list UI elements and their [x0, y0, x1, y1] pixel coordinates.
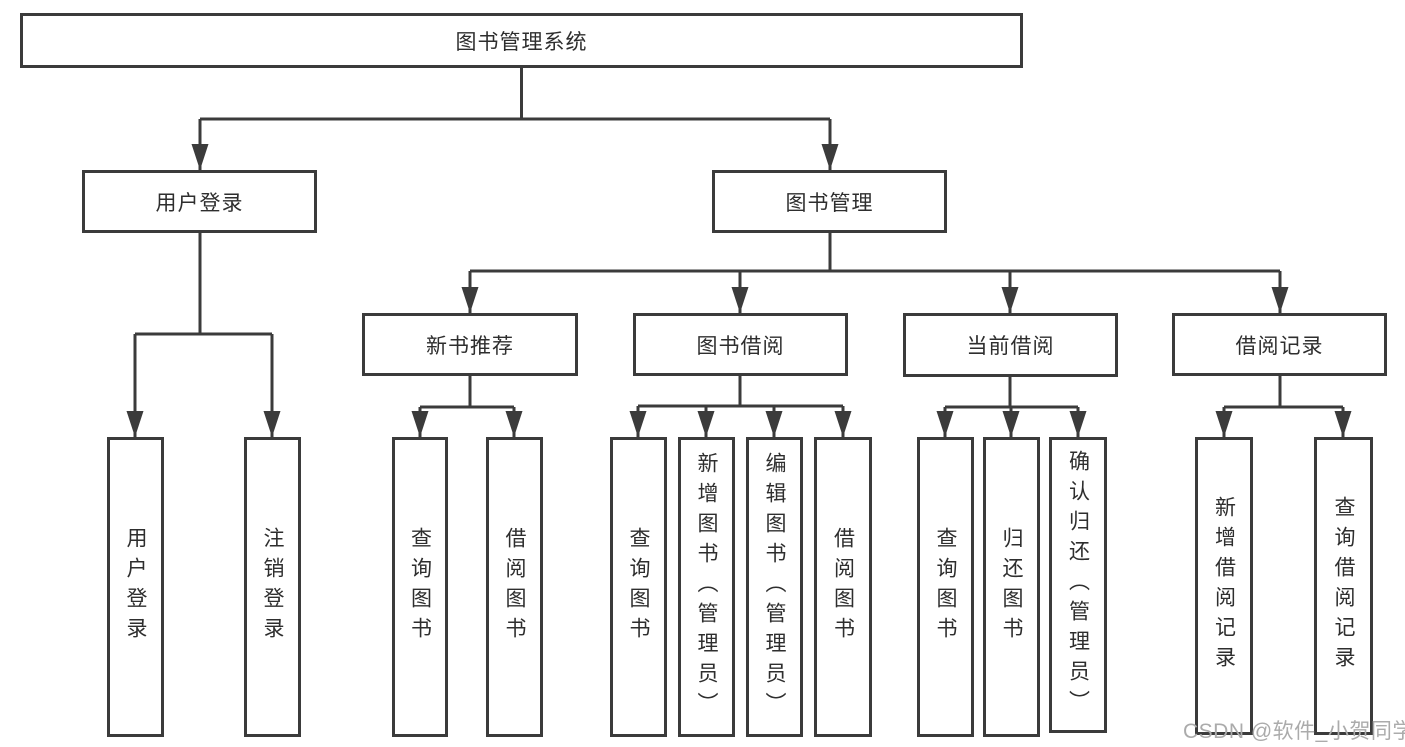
node-user-login-group-label: 用户登录 — [155, 191, 244, 215]
node-borrowing-records: 借阅记录 — [1172, 313, 1387, 376]
leaf-add-books-admin: 新增图书（管理员） — [678, 437, 735, 737]
leaf-query-books-current: 查询图书 — [917, 437, 974, 737]
leaf-confirm-return-admin: 确认归还（管理员） — [1049, 437, 1107, 733]
node-book-borrowing: 图书借阅 — [633, 313, 848, 376]
node-book-management: 图书管理 — [712, 170, 947, 233]
leaf-query-books-recommend: 查询图书 — [392, 437, 448, 737]
leaf-confirm-return-admin-label: 确认归还（管理员） — [1066, 450, 1090, 720]
leaf-return-books: 归还图书 — [983, 437, 1040, 737]
leaf-add-books-admin-label: 新增图书（管理员） — [695, 452, 718, 722]
leaf-query-books-borrow: 查询图书 — [610, 437, 667, 737]
leaf-user-login-label: 用户登录 — [124, 527, 147, 647]
leaf-add-borrow-record-label: 新增借阅记录 — [1212, 496, 1236, 676]
leaf-logout-label: 注销登录 — [261, 527, 284, 647]
leaf-borrow-books-recommend-label: 借阅图书 — [503, 527, 526, 647]
node-new-book-recommendation-label: 新书推荐 — [426, 334, 514, 358]
node-user-login-group: 用户登录 — [82, 170, 317, 233]
leaf-borrow-books-recommend: 借阅图书 — [486, 437, 543, 737]
leaf-query-books-borrow-label: 查询图书 — [627, 527, 650, 647]
node-current-borrowing-label: 当前借阅 — [966, 335, 1055, 358]
node-new-book-recommendation: 新书推荐 — [362, 313, 578, 376]
leaf-user-login: 用户登录 — [107, 437, 164, 737]
leaf-add-borrow-record: 新增借阅记录 — [1195, 437, 1253, 735]
leaf-query-books-recommend-label: 查询图书 — [408, 527, 432, 647]
leaf-edit-books-admin: 编辑图书（管理员） — [746, 437, 803, 737]
node-current-borrowing: 当前借阅 — [903, 313, 1118, 377]
watermark: CSDN @软件_小贺同学 — [1183, 720, 1405, 743]
leaf-query-borrow-record: 查询借阅记录 — [1314, 437, 1373, 735]
leaf-edit-books-admin-label: 编辑图书（管理员） — [763, 452, 786, 722]
leaf-borrow-books-label: 借阅图书 — [831, 527, 855, 647]
leaf-logout: 注销登录 — [244, 437, 301, 737]
node-book-borrowing-label: 图书借阅 — [696, 334, 785, 358]
leaf-query-borrow-record-label: 查询借阅记录 — [1332, 496, 1355, 676]
node-borrowing-records-label: 借阅记录 — [1235, 334, 1324, 358]
node-library-management-system: 图书管理系统 — [20, 13, 1023, 68]
node-library-management-system-label: 图书管理系统 — [455, 30, 588, 54]
node-book-management-label: 图书管理 — [785, 191, 874, 215]
leaf-borrow-books: 借阅图书 — [814, 437, 872, 737]
leaf-return-books-label: 归还图书 — [1000, 527, 1023, 647]
leaf-query-books-current-label: 查询图书 — [934, 527, 957, 647]
